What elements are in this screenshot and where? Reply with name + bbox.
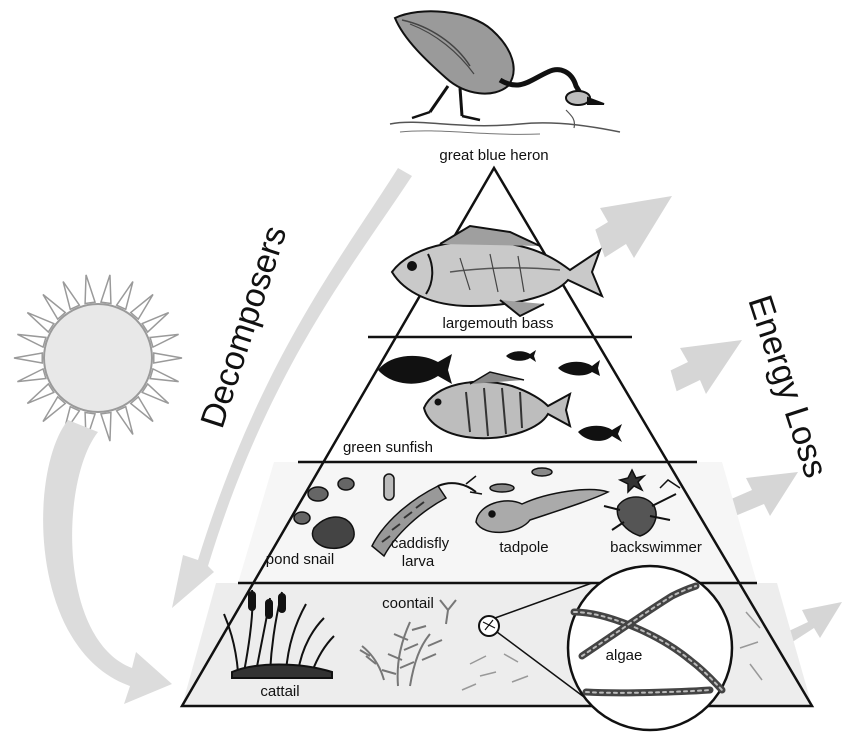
label-cattail: cattail <box>260 683 299 700</box>
label-great-blue-heron: great blue heron <box>439 147 548 164</box>
sun-ray <box>131 295 153 320</box>
label-decomposers: Decomposers <box>193 221 294 432</box>
sun-ray <box>85 275 95 304</box>
sun-ray <box>101 275 111 304</box>
sun-ray <box>43 397 65 422</box>
sun-ray <box>150 334 179 347</box>
label-caddisfly-line2: larva <box>402 553 435 570</box>
label-energy-loss: Energy Loss <box>740 291 835 482</box>
sun-ray <box>154 353 182 363</box>
sun-ray <box>101 412 111 441</box>
sun-ray <box>142 384 168 403</box>
sun-ray <box>17 369 46 382</box>
sun-ray <box>142 313 168 332</box>
label-largemouth-bass: largemouth bass <box>443 315 554 332</box>
sun-ray <box>117 282 133 310</box>
sun-ray <box>131 397 153 422</box>
label-green-sunfish: green sunfish <box>343 439 433 456</box>
heron-icon <box>390 11 620 134</box>
sun-icon <box>14 275 182 441</box>
label-backswimmer: backswimmer <box>610 539 702 556</box>
sun-ray <box>117 407 133 435</box>
sun-ray <box>14 353 42 363</box>
sun-ray <box>63 282 79 310</box>
label-algae: algae <box>606 647 643 664</box>
sun-ray <box>27 313 53 332</box>
sun-ray <box>27 384 53 403</box>
label-tadpole: tadpole <box>499 539 548 556</box>
label-coontail: coontail <box>382 595 434 612</box>
label-caddisfly-line1: caddisfly <box>391 535 450 552</box>
label-pond-snail: pond snail <box>266 551 334 568</box>
sun-ray <box>17 334 46 347</box>
sun-ray <box>43 295 65 320</box>
sun-ray <box>150 369 179 382</box>
